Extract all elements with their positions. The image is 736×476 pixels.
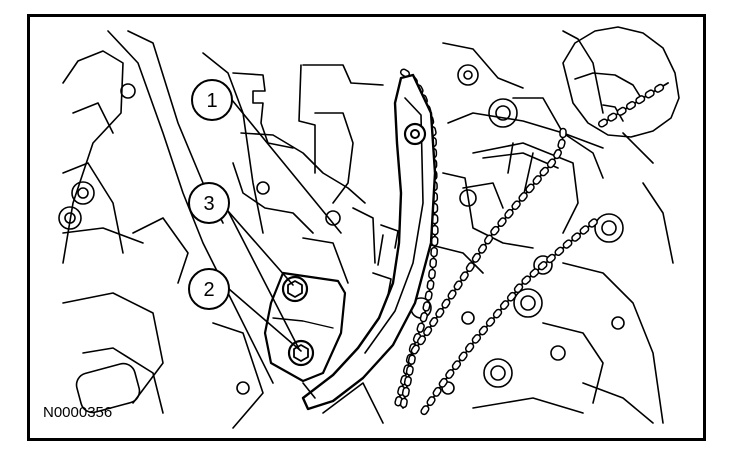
chain-link [539,166,550,177]
chain-link [420,405,430,416]
chain-link [441,298,451,309]
chain-link [625,100,637,111]
callout-1-label: 1 [206,90,217,112]
chain-link [445,369,455,379]
chain-link [518,192,528,202]
chain-link [423,326,433,337]
chain-link [410,344,420,355]
chain-link [635,95,646,105]
chain-link [447,289,457,300]
tensioner-arm [301,73,437,411]
chain-link [521,275,532,285]
chain-link [525,183,535,194]
chain-link [477,243,488,254]
chain-link [430,246,438,258]
chain-link [424,290,433,301]
chain-link [485,317,496,327]
chain-link [471,252,481,263]
reference-code: N0000356 [43,404,112,421]
diagram-frame: 1 3 2 N0000356 [27,14,706,441]
chain-link [399,397,408,409]
chain-link [492,308,503,319]
chain-link [451,360,462,371]
chain-link [407,354,416,365]
leader-lines [227,99,342,352]
chain-link [513,283,524,294]
engine-timing-illustration: 1 3 2 N0000356 [43,26,680,429]
chain-link [562,239,573,249]
chain-link [546,253,556,264]
chain-link [416,322,425,333]
chain-link [529,268,540,278]
chain-link [426,279,435,291]
chain-link [403,376,412,387]
callout-2: 2 [188,268,230,310]
chain-link [416,335,427,346]
chain-link [438,377,448,388]
chain-link [554,246,565,257]
chain-link [579,225,590,235]
chain-link [465,262,475,273]
callout-2-label: 2 [203,279,214,301]
chain-link [432,386,442,397]
chain-link [506,291,517,302]
chain-link [428,268,436,280]
chain-link [504,208,514,219]
chain-link [478,325,489,336]
chain-link [537,260,548,271]
engine-block-outline [58,26,680,429]
callout-1: 1 [191,79,233,121]
chain-link [497,217,507,228]
chain-link [559,127,567,139]
chain-links [394,68,665,416]
callout-3: 3 [188,182,230,224]
chain-link [435,307,445,318]
chain-link [616,106,627,116]
chain-link [588,218,598,228]
chain-link [597,118,609,128]
chain-link [429,257,438,269]
chain-link [546,158,557,169]
chain-link [557,138,566,150]
chain-link [458,351,468,362]
chain-link [429,316,439,327]
chain-link [499,300,510,310]
chain-link [490,225,500,236]
chain-link [426,396,436,407]
chain-link [654,83,665,93]
chain-link [644,89,655,99]
chain-link [401,386,410,398]
chain-link [459,271,469,282]
chain-link [464,342,475,353]
chain-link [471,333,482,344]
chain-link [571,232,582,242]
chain-link [483,234,494,245]
chain-link [511,200,521,211]
chain-link [405,365,414,376]
chain-link [422,301,431,312]
chain-link [553,149,563,160]
chain-link [532,175,542,185]
callout-3-label: 3 [203,193,214,215]
chain-tensioner [263,271,347,399]
chain-link [607,112,618,122]
chain-link [419,312,428,323]
chain-link [453,280,463,291]
